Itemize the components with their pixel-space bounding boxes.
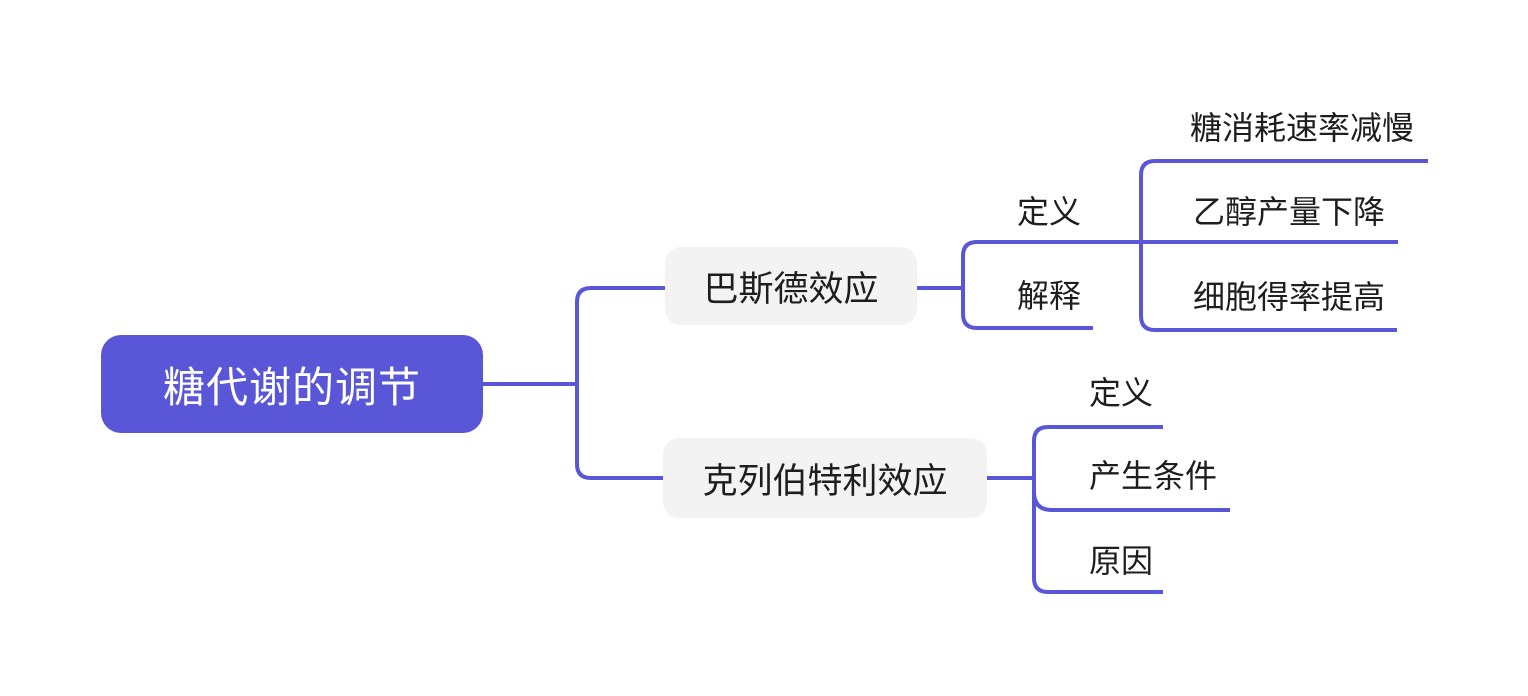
connector-root-rail [575,286,665,480]
leaf-cell-yield-increases[interactable]: 细胞得率提高 [1193,279,1386,315]
connector-conditions-underline [1032,491,1230,512]
subtopic-crabtree-definition[interactable]: 定义 [1089,375,1154,411]
topic-crabtree-effect[interactable]: 克列伯特利效应 [663,438,987,518]
leaf-sugar-consumption-slows[interactable]: 糖消耗速率减慢 [1190,110,1415,146]
subtopic-crabtree-conditions[interactable]: 产生条件 [1089,458,1218,494]
topic-pasteur-effect[interactable]: 巴斯德效应 [665,247,917,325]
leaf-ethanol-output-drops[interactable]: 乙醇产量下降 [1193,194,1386,230]
root-topic[interactable]: 糖代谢的调节 [101,335,483,433]
subtopic-pasteur-explanation[interactable]: 解释 [1017,278,1082,314]
subtopic-pasteur-definition[interactable]: 定义 [1017,194,1082,230]
subtopic-crabtree-cause[interactable]: 原因 [1089,543,1154,579]
